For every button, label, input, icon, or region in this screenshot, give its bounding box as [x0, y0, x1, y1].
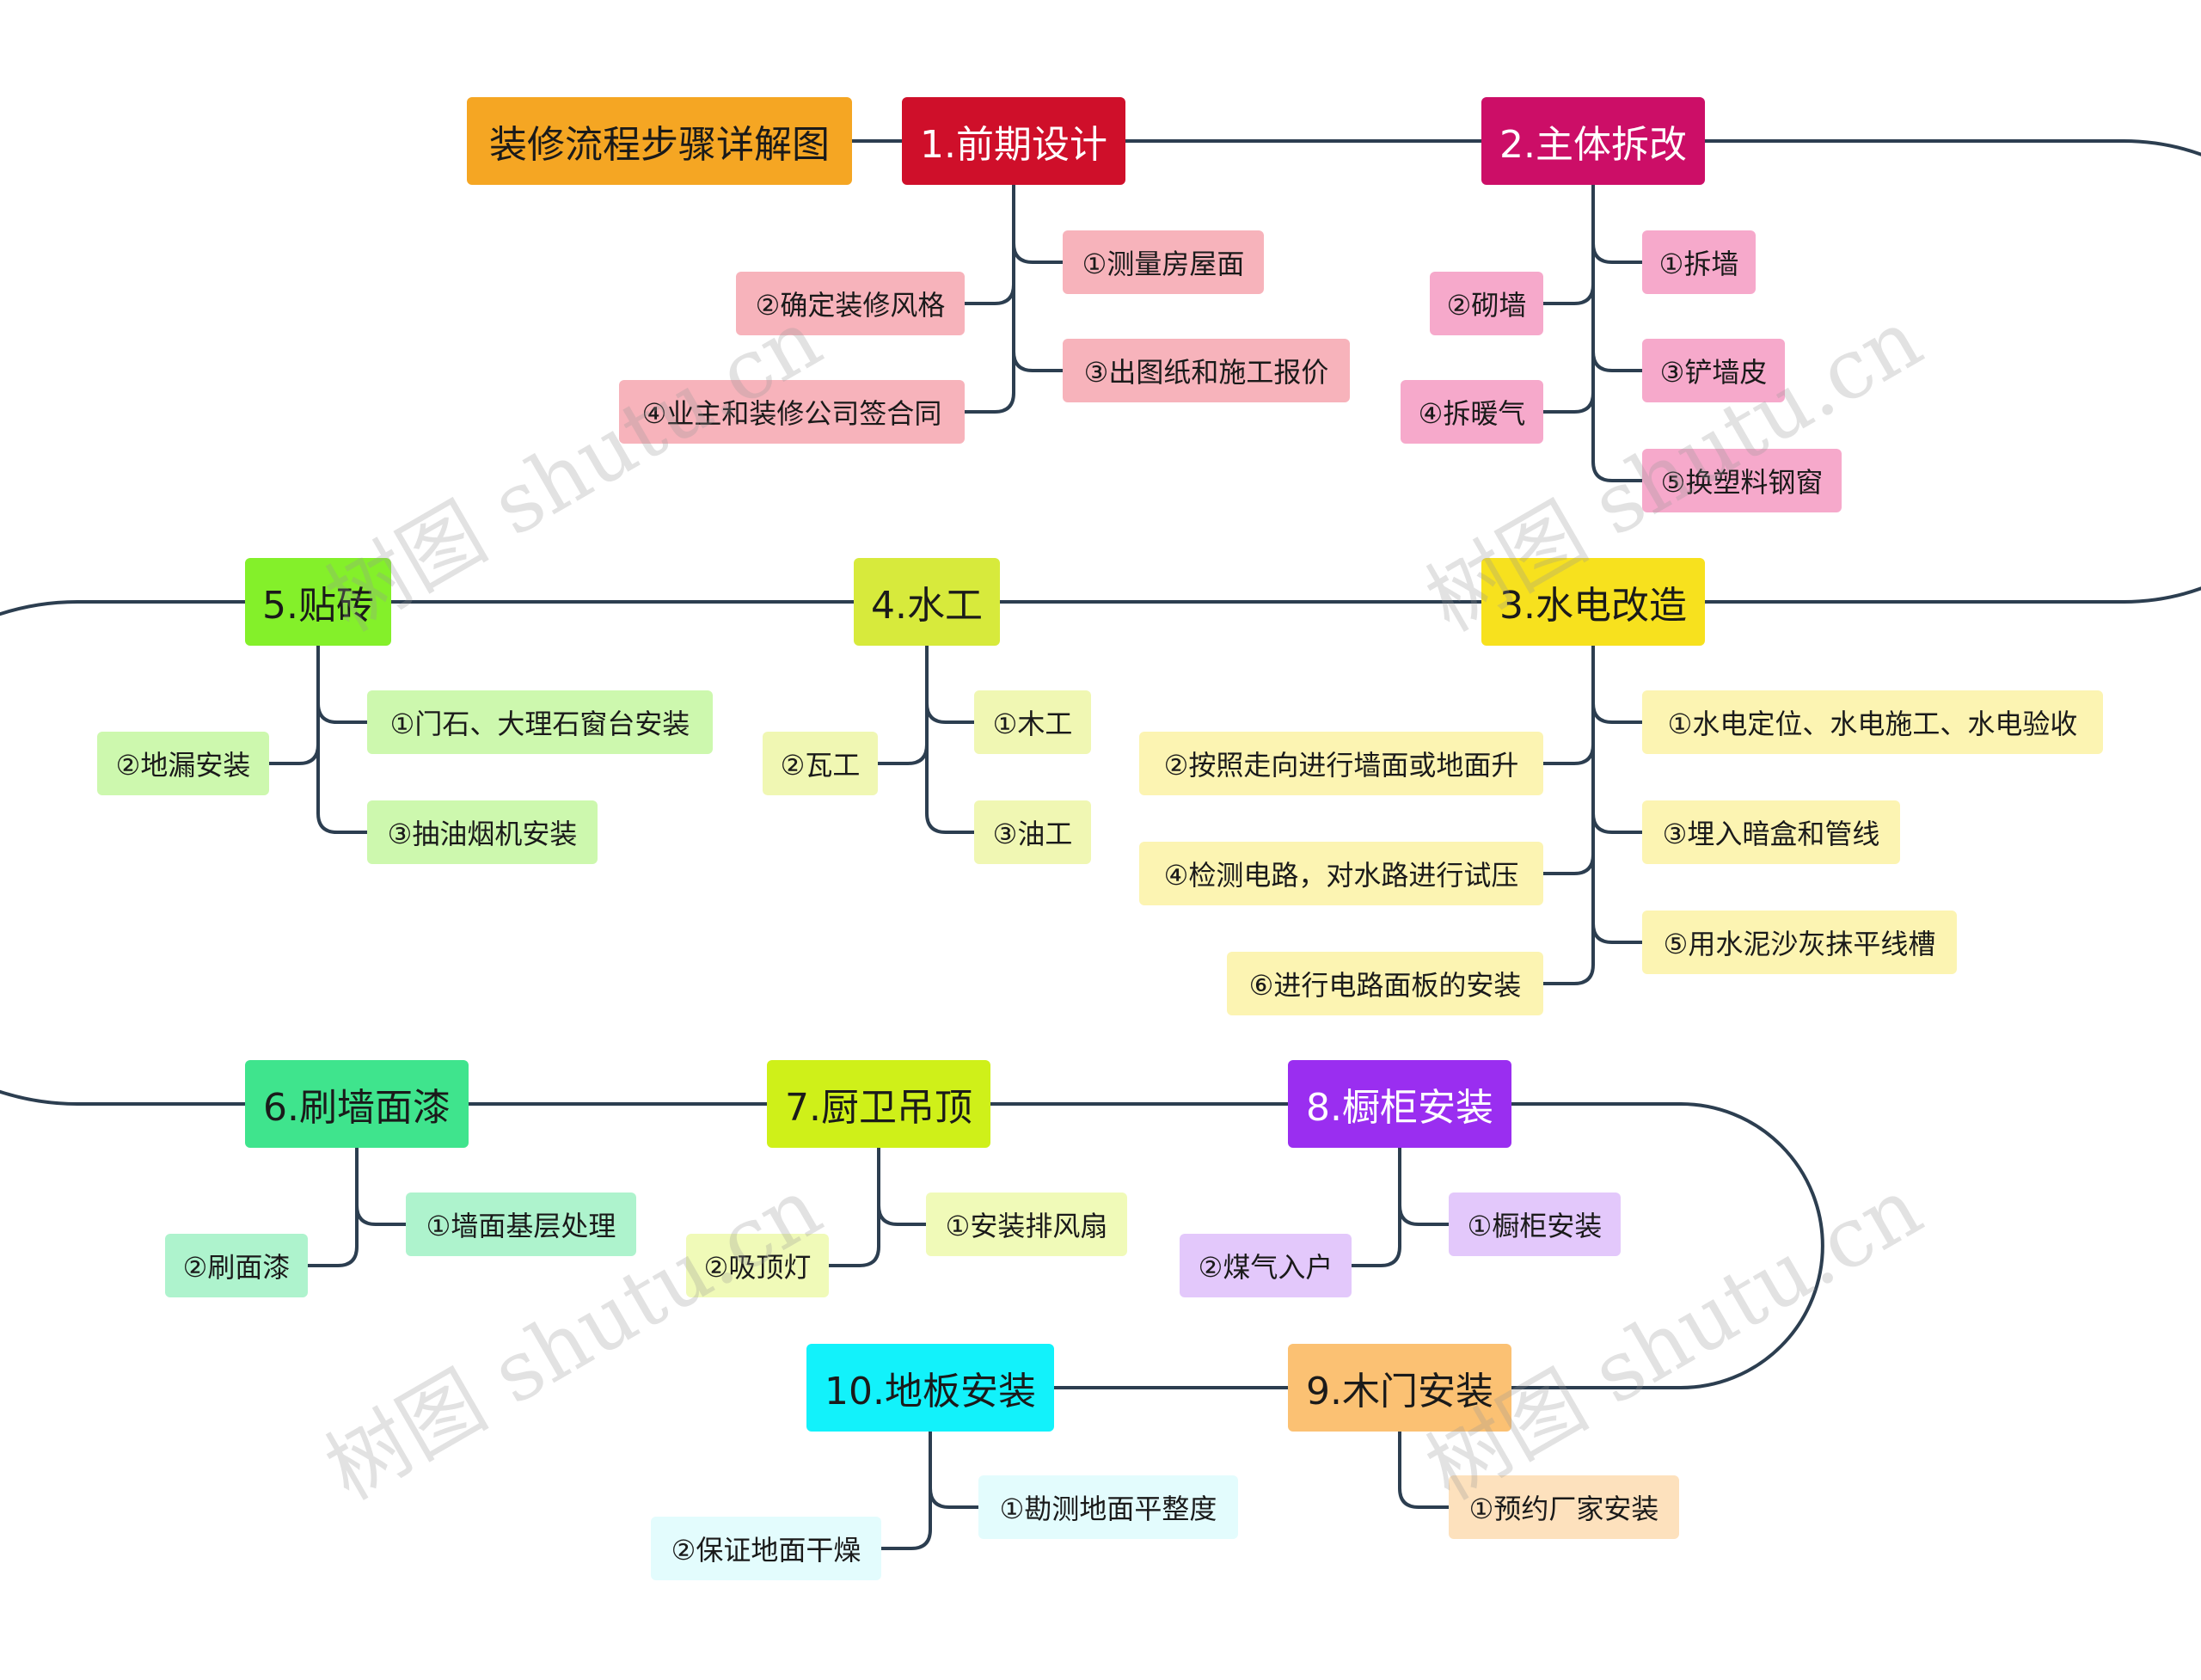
- stage-node-8-label: 8.橱柜安装: [1306, 1086, 1493, 1130]
- substep-1-1-label: ①测量房屋面: [1082, 248, 1245, 280]
- substep-5-3-label: ③抽油烟机安装: [387, 818, 578, 850]
- substep-3-3[interactable]: ③埋入暗盒和管线: [1642, 800, 1900, 864]
- substep-6-2-label: ②刷面漆: [182, 1251, 291, 1284]
- substep-3-4[interactable]: ④检测电路，对水路进行试压: [1139, 842, 1543, 905]
- stage-node-7[interactable]: 7.厨卫吊顶: [767, 1060, 990, 1148]
- stage-node-2[interactable]: 2.主体拆改: [1481, 97, 1705, 185]
- stage-node-1[interactable]: 1.前期设计: [902, 97, 1125, 185]
- substep-2-2[interactable]: ②砌墙: [1430, 272, 1543, 335]
- substep-2-5-label: ⑤换塑料钢窗: [1660, 466, 1824, 499]
- substep-5-1-label: ①门石、大理石窗台安装: [389, 708, 690, 740]
- substep-8-1[interactable]: ①橱柜安装: [1449, 1193, 1621, 1256]
- substep-2-3-label: ③铲墙皮: [1659, 356, 1768, 389]
- substep-3-1[interactable]: ①水电定位、水电施工、水电验收: [1642, 690, 2103, 754]
- substep-2-4-label: ④拆暖气: [1418, 397, 1526, 430]
- substep-7-1-label: ①安装排风扇: [945, 1210, 1108, 1242]
- substep-1-2-label: ②确定装修风格: [755, 289, 946, 322]
- substep-3-2-label: ②按照走向进行墙面或地面升: [1163, 749, 1519, 782]
- substep-7-2[interactable]: ②吸顶灯: [686, 1234, 829, 1297]
- substep-2-1-label: ①拆墙: [1658, 248, 1739, 280]
- substep-10-2[interactable]: ②保证地面干燥: [651, 1517, 881, 1580]
- substep-2-1[interactable]: ①拆墙: [1642, 230, 1756, 294]
- substep-9-1[interactable]: ①预约厂家安装: [1449, 1475, 1679, 1539]
- substep-2-3[interactable]: ③铲墙皮: [1642, 339, 1785, 402]
- substep-8-2-label: ②煤气入户: [1198, 1251, 1333, 1284]
- substep-4-1[interactable]: ①木工: [974, 690, 1091, 754]
- stage-node-6[interactable]: 6.刷墙面漆: [245, 1060, 469, 1148]
- title-node-label: 装修流程步骤详解图: [489, 123, 830, 167]
- stage-node-3-label: 3.水电改造: [1499, 584, 1687, 628]
- substep-3-3-label: ③埋入暗盒和管线: [1662, 818, 1880, 850]
- substep-8-2[interactable]: ②煤气入户: [1180, 1234, 1352, 1297]
- substep-5-1[interactable]: ①门石、大理石窗台安装: [367, 690, 713, 754]
- substep-6-1[interactable]: ①墙面基层处理: [406, 1193, 636, 1256]
- stage-node-10[interactable]: 10.地板安装: [806, 1344, 1054, 1432]
- substep-2-2-label: ②砌墙: [1446, 289, 1527, 322]
- substep-3-4-label: ④检测电路，对水路进行试压: [1163, 859, 1519, 892]
- stage-node-2-label: 2.主体拆改: [1499, 123, 1687, 167]
- substep-3-1-label: ①水电定位、水电施工、水电验收: [1667, 708, 2078, 740]
- substep-3-5-label: ⑤用水泥沙灰抹平线槽: [1663, 928, 1936, 960]
- stage-node-4[interactable]: 4.水工: [854, 558, 1000, 646]
- substep-2-4[interactable]: ④拆暖气: [1401, 380, 1543, 444]
- substep-4-2-label: ②瓦工: [780, 749, 861, 782]
- stage-node-1-label: 1.前期设计: [920, 123, 1107, 167]
- substep-3-6-label: ⑥进行电路面板的安装: [1248, 969, 1522, 1002]
- title-node[interactable]: 装修流程步骤详解图: [467, 97, 852, 185]
- substep-5-3[interactable]: ③抽油烟机安装: [367, 800, 598, 864]
- substep-5-2[interactable]: ②地漏安装: [97, 732, 269, 795]
- substep-4-3-label: ③油工: [992, 818, 1073, 850]
- stage-node-3[interactable]: 3.水电改造: [1481, 558, 1705, 646]
- substep-1-3-label: ③出图纸和施工报价: [1083, 356, 1329, 389]
- substep-10-2-label: ②保证地面干燥: [671, 1534, 861, 1567]
- substep-8-1-label: ①橱柜安装: [1467, 1210, 1603, 1242]
- substep-10-1[interactable]: ①勘测地面平整度: [978, 1475, 1238, 1539]
- stage-node-9-label: 9.木门安装: [1306, 1370, 1493, 1413]
- substep-10-1-label: ①勘测地面平整度: [999, 1493, 1217, 1525]
- substep-1-2[interactable]: ②确定装修风格: [736, 272, 965, 335]
- stage-node-7-label: 7.厨卫吊顶: [785, 1086, 972, 1130]
- stage-node-4-label: 4.水工: [871, 584, 983, 628]
- substep-9-1-label: ①预约厂家安装: [1468, 1493, 1659, 1525]
- substep-7-2-label: ②吸顶灯: [703, 1251, 812, 1284]
- substep-6-2[interactable]: ②刷面漆: [165, 1234, 308, 1297]
- substep-1-4-label: ④业主和装修公司签合同: [641, 397, 942, 430]
- substep-5-2-label: ②地漏安装: [115, 749, 251, 782]
- substep-3-6[interactable]: ⑥进行电路面板的安装: [1227, 952, 1543, 1015]
- substep-3-2[interactable]: ②按照走向进行墙面或地面升: [1139, 732, 1543, 795]
- substep-6-1-label: ①墙面基层处理: [426, 1210, 616, 1242]
- stage-node-5-label: 5.贴砖: [262, 584, 374, 628]
- substep-4-1-label: ①木工: [992, 708, 1073, 740]
- stage-node-8[interactable]: 8.橱柜安装: [1288, 1060, 1511, 1148]
- substep-4-3[interactable]: ③油工: [974, 800, 1091, 864]
- substep-7-1[interactable]: ①安装排风扇: [926, 1193, 1127, 1256]
- substep-3-5[interactable]: ⑤用水泥沙灰抹平线槽: [1642, 911, 1957, 974]
- stage-node-5[interactable]: 5.贴砖: [245, 558, 391, 646]
- substep-2-5[interactable]: ⑤换塑料钢窗: [1642, 449, 1842, 512]
- substep-4-2[interactable]: ②瓦工: [763, 732, 878, 795]
- stage-node-9[interactable]: 9.木门安装: [1288, 1344, 1511, 1432]
- substep-1-4[interactable]: ④业主和装修公司签合同: [619, 380, 965, 444]
- substep-1-3[interactable]: ③出图纸和施工报价: [1063, 339, 1350, 402]
- stage-node-10-label: 10.地板安装: [825, 1370, 1036, 1413]
- stage-node-6-label: 6.刷墙面漆: [263, 1086, 451, 1130]
- substep-1-1[interactable]: ①测量房屋面: [1063, 230, 1264, 294]
